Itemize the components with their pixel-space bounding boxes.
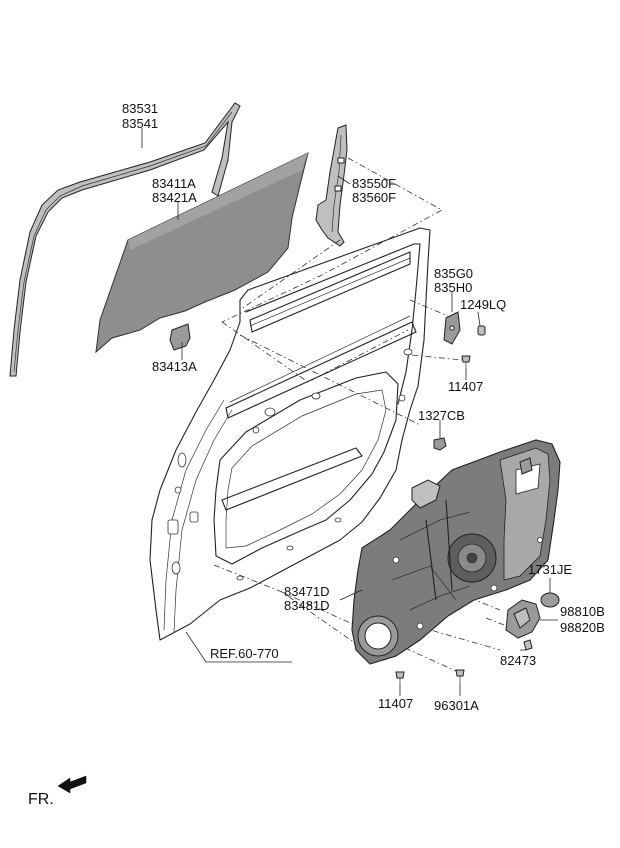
label-83481d: 83481D xyxy=(284,598,330,613)
label-83560f: 83560F xyxy=(352,190,396,205)
label-835g0: 835G0 xyxy=(434,266,473,281)
label-83413a: 83413A xyxy=(152,359,197,374)
bolt-bottom xyxy=(455,669,465,682)
cap xyxy=(540,592,560,608)
label-835h0: 835H0 xyxy=(434,280,472,295)
bolt-top xyxy=(477,325,486,336)
part-labels: 83531 83541 83411A 83421A 83413A 83550F … xyxy=(122,101,605,713)
door-inner-frame xyxy=(149,227,431,641)
label-83531: 83531 xyxy=(122,101,158,116)
label-83421a: 83421A xyxy=(152,190,197,205)
label-11407-bottom: 11407 xyxy=(378,696,413,711)
clip xyxy=(433,437,447,451)
latch-bolt xyxy=(523,639,533,651)
label-1249lq: 1249LQ xyxy=(460,297,506,312)
front-label: FR. xyxy=(28,791,54,808)
rear-lower-channel xyxy=(315,124,348,247)
screw-bottom xyxy=(395,671,405,684)
label-1327cb: 1327CB xyxy=(418,408,465,423)
label-83411a: 83411A xyxy=(152,176,196,191)
label-83471d: 83471D xyxy=(284,584,330,599)
sash-bracket xyxy=(443,311,461,345)
screw-top xyxy=(461,355,471,368)
label-98810b: 98810B xyxy=(560,604,605,619)
label-1731je: 1731JE xyxy=(528,562,572,577)
front-indicator: FR. xyxy=(28,775,87,808)
front-arrow-icon xyxy=(57,775,87,794)
glass-clip xyxy=(169,323,191,351)
label-83550f: 83550F xyxy=(352,176,396,191)
label-98820b: 98820B xyxy=(560,620,605,635)
door-module-panel xyxy=(351,439,561,665)
label-96301a: 96301A xyxy=(434,698,479,713)
label-11407-top: 11407 xyxy=(448,379,483,394)
reference-label: REF.60-770 xyxy=(210,646,279,661)
label-82473: 82473 xyxy=(500,653,536,668)
leader-lines xyxy=(141,128,558,696)
door-glass xyxy=(95,152,309,354)
latch-assembly xyxy=(505,599,541,639)
label-83541: 83541 xyxy=(122,116,158,131)
